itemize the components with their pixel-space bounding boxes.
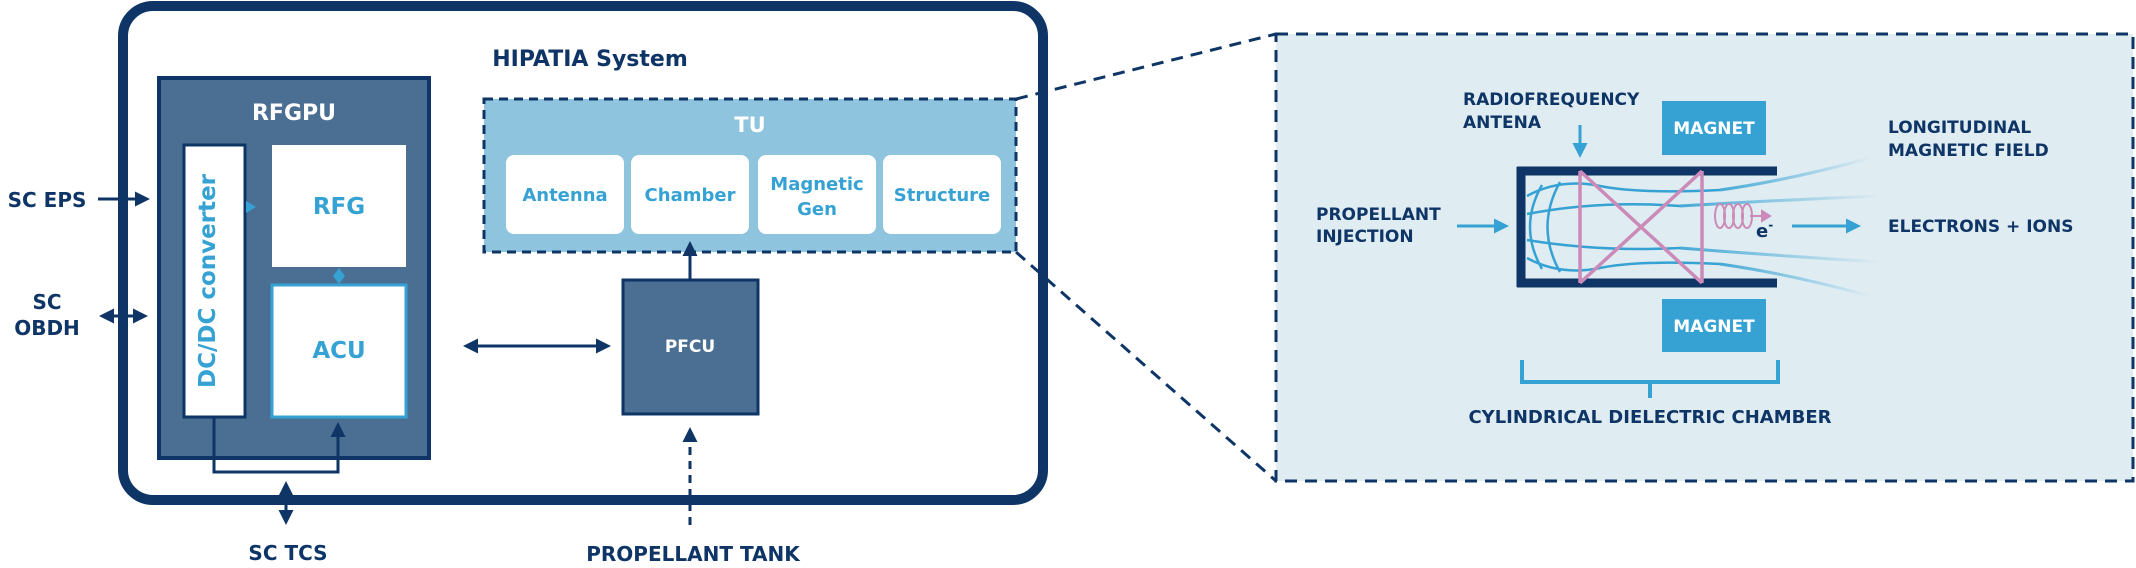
pfcu-label: PFCU [665,337,715,357]
system-title: HIPATIA System [492,47,688,72]
sc-tcs-label: SC TCS [248,541,327,565]
tcs-loop-line [212,418,346,474]
propellant-tank-label: PROPELLANT TANK [586,542,801,566]
longitudinal-field-label-line2: MAGNETIC FIELD [1888,141,2049,161]
sc-obdh-label-line1: SC [32,290,61,314]
rf-antenna-coil [1578,169,1704,285]
dcdc-converter-label: DC/DC converter [195,173,221,388]
magnet-bottom-label: MAGNET [1673,317,1755,337]
tu-antenna-label: Antenna [522,185,607,206]
tu-antenna-box [506,155,624,234]
propellant-injection-label-line2: INJECTION [1316,227,1414,247]
tu-title: TU [734,113,765,137]
tu-magnetic-gen-box [758,155,876,234]
electrons-ions-label: ELECTRONS + IONS [1888,217,2073,237]
rf-antena-label-line2: ANTENA [1463,113,1542,133]
rfg-box [272,145,406,267]
acu-label: ACU [312,338,365,364]
magnet-top-label: MAGNET [1673,119,1755,139]
acu-box [270,283,408,419]
propellant-injection-label-line1: PROPELLANT [1316,205,1441,225]
rfgpu-title: RFGPU [252,101,336,126]
tu-chamber-label: Chamber [645,185,736,206]
pfcu-box [621,278,760,416]
dcdc-to-rfg-connector [246,201,256,213]
tu-chamber-box [631,155,749,234]
tu-magnetic-label-line2: Gen [797,199,837,220]
rf-antena-label-line1: RADIOFREQUENCY [1463,90,1640,110]
magnet-bottom-box [1662,299,1766,352]
sc-obdh-label-line2: OBDH [14,316,80,340]
zoom-connector-top [1015,32,1277,101]
electron-label: e- [1756,218,1773,242]
electron-spiral-icon [1714,203,1772,229]
rfg-label: RFG [313,194,365,220]
rfg-acu-connector [333,268,345,284]
tu-magnetic-label-line1: Magnetic [770,174,863,195]
magnet-top-box [1662,101,1766,155]
zoom-connector-bottom [1015,250,1277,483]
chamber-caption: CYLINDRICAL DIELECTRIC CHAMBER [1468,407,1831,428]
sc-eps-label: SC EPS [8,188,87,212]
longitudinal-field-label-line1: LONGITUDINAL [1888,118,2031,138]
tu-structure-box [883,155,1001,234]
tu-structure-label: Structure [894,185,990,206]
dcdc-converter-box [182,143,247,419]
